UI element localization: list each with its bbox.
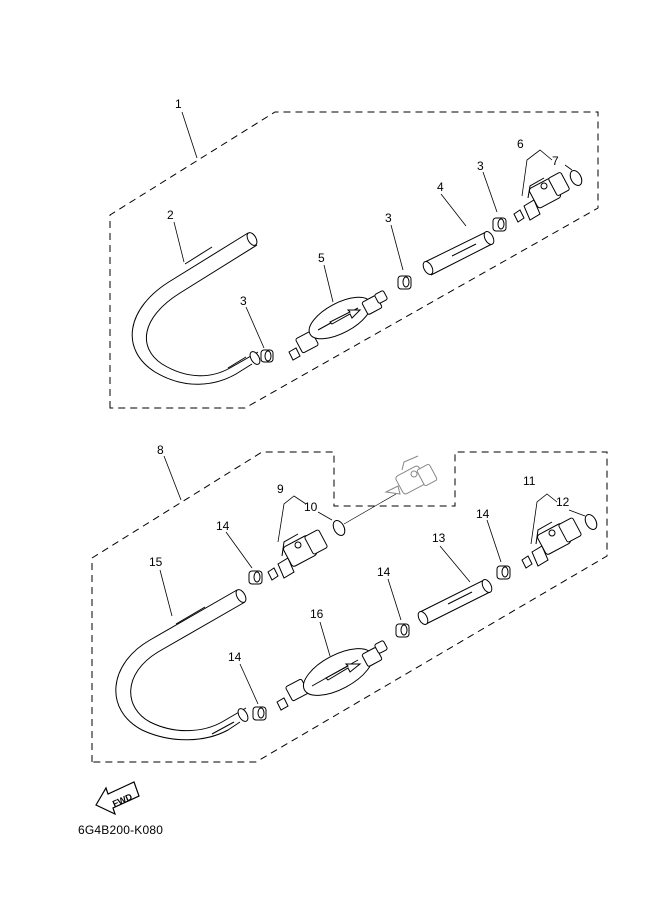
assembly-1-group: 1 2 3 5 3 4 3 6 7 <box>109 97 599 409</box>
hose-part-4 <box>422 231 495 276</box>
callout-14b: 14 <box>216 519 230 533</box>
o-ring-part-12 <box>584 514 598 530</box>
callout-11: 11 <box>523 474 536 488</box>
callout-7: 7 <box>552 154 559 168</box>
callout-3b: 3 <box>385 211 392 225</box>
callout-12: 12 <box>556 495 570 509</box>
leader-lines-lower <box>159 455 586 705</box>
clamp-part-3-b <box>397 275 412 290</box>
clamp-part-3-a <box>260 349 274 363</box>
connector-part-6 <box>513 172 570 223</box>
callout-14a: 14 <box>476 507 490 521</box>
callout-14c: 14 <box>377 565 391 579</box>
hose-part-2 <box>131 232 261 385</box>
o-ring-part-7 <box>569 170 583 186</box>
connector-part-11 <box>521 517 582 569</box>
clamp-part-14-b <box>395 623 410 638</box>
callout-8: 8 <box>157 443 164 457</box>
callout-16: 16 <box>310 607 324 621</box>
assembly-8-boundary <box>91 451 608 763</box>
callout-5: 5 <box>318 251 325 265</box>
engine-fitting-reference <box>384 455 438 495</box>
callout-4: 4 <box>437 180 444 194</box>
primer-bulb-part-16 <box>276 640 388 711</box>
callout-10: 10 <box>304 500 318 514</box>
callout-14d: 14 <box>228 650 242 664</box>
diagram-code: 6G4B200-K080 <box>78 823 164 837</box>
callout-6: 6 <box>517 137 524 151</box>
connector-part-9 <box>267 529 328 581</box>
callout-3c: 3 <box>477 159 484 173</box>
leader-lines-upper <box>173 111 573 349</box>
callout-13: 13 <box>432 531 446 545</box>
assembly-8-group: 8 9 10 11 12 13 14 14 15 14 16 14 <box>91 443 608 763</box>
callout-2: 2 <box>167 208 174 222</box>
callout-1: 1 <box>175 97 182 111</box>
callout-15: 15 <box>149 555 163 569</box>
callout-3a: 3 <box>240 294 247 308</box>
primer-bulb-part-5 <box>288 290 388 361</box>
o-ring-part-10 <box>332 520 346 536</box>
clamp-part-14-d <box>252 706 267 721</box>
fwd-arrow-icon: FWD <box>95 781 140 816</box>
assembly-1-boundary <box>109 111 599 409</box>
clamp-part-3-c <box>492 217 507 232</box>
clamp-part-14-c <box>496 565 511 580</box>
clamp-part-14-a <box>248 570 263 585</box>
callout-9: 9 <box>277 482 284 496</box>
hose-part-15 <box>115 589 249 741</box>
hose-part-13 <box>417 579 493 625</box>
connection-guide-line <box>343 493 397 525</box>
